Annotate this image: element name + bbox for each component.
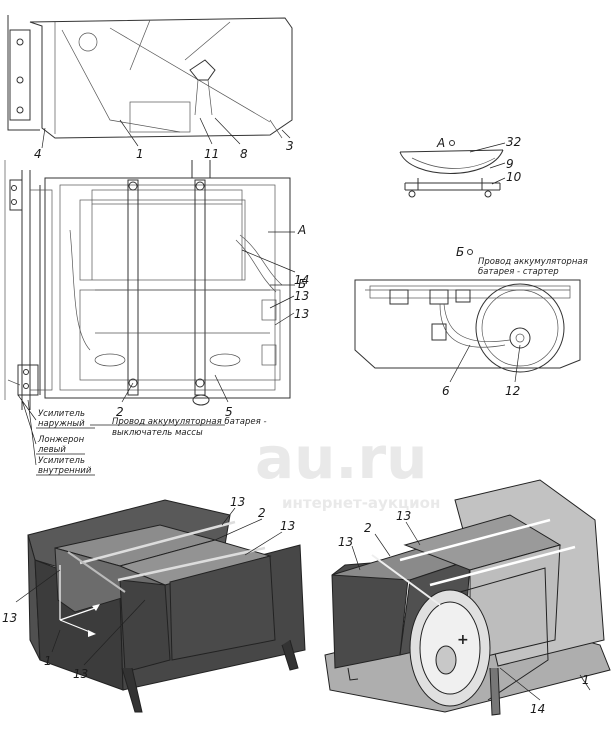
callout-13-right-left: 13 (338, 535, 353, 549)
callout-13-left-side: 13 (2, 611, 17, 625)
iso-view-left (27, 499, 306, 713)
callout-13-left-top: 13 (230, 495, 245, 509)
callout-13-left-bottom: 13 (73, 667, 88, 681)
plan-view-labels: А Б 14 13 13 2 5 Провод аккумуляторная б… (17, 223, 309, 476)
callout-32: 32 (506, 135, 521, 149)
side-view (7, 15, 293, 139)
callout-13-plan-a: 13 (294, 289, 309, 303)
note-wire-battery-switch-line1: Провод аккумуляторная батарея - (112, 417, 267, 427)
note-wire-battery-starter-line2: батарея - стартер (478, 267, 559, 277)
iso-view-left-labels: 13 2 13 13 1 13 (2, 495, 295, 681)
callout-5: 5 (225, 405, 233, 419)
callout-3: 3 (286, 139, 294, 153)
callout-1-right: 1 (582, 673, 590, 687)
callout-6: 6 (442, 384, 450, 398)
note-spar-left-line2: левый (37, 445, 66, 455)
note-reinforcement-outer-line2: наружный (38, 419, 85, 429)
side-view-labels: 4 1 11 8 3 (34, 117, 294, 161)
callout-13-left-right: 13 (280, 519, 295, 533)
section-b-marker: Б (298, 277, 306, 291)
callout-2-plan: 2 (116, 405, 124, 419)
callout-4: 4 (34, 147, 42, 161)
callout-2-left: 2 (258, 506, 266, 520)
note-spar-left-line1: Лонжерон (37, 435, 85, 445)
note-wire-battery-switch-line2: выключатель массы (112, 428, 203, 438)
note-wire-battery-starter-line1: Провод аккумуляторная (478, 257, 588, 267)
callout-12: 12 (505, 384, 520, 398)
section-a-marker: А (297, 223, 306, 237)
terminal-plus-sign: + (457, 632, 469, 648)
note-reinforcement-inner-line2: внутренний (38, 466, 92, 476)
detail-b-title: Б (456, 245, 464, 259)
callout-13-plan-b: 13 (294, 307, 309, 321)
callout-11: 11 (204, 147, 219, 161)
callout-13-right-top: 13 (396, 509, 411, 523)
iso-view-right: + (324, 479, 611, 716)
callout-10: 10 (506, 170, 522, 184)
iso-view-right-labels: 13 2 13 1 14 (338, 509, 591, 716)
callout-2-right: 2 (364, 521, 372, 535)
callout-1-top: 1 (136, 147, 144, 161)
note-reinforcement-inner-line1: Усилитель (38, 456, 85, 466)
watermark-sub: интернет-аукцион (282, 494, 440, 512)
callout-9: 9 (506, 157, 514, 171)
callout-8: 8 (240, 147, 248, 161)
watermark-main: au.ru (255, 424, 427, 492)
detail-b: Б Провод аккумуляторная батарея - старте… (354, 245, 588, 398)
detail-a-title: А (436, 136, 445, 150)
callout-14-plan: 14 (294, 273, 309, 287)
note-reinforcement-outer-line1: Усилитель (38, 409, 85, 419)
plan-view (4, 160, 291, 410)
detail-a: А 32 9 10 (399, 135, 522, 198)
callout-14-right: 14 (530, 702, 545, 716)
callout-1-left: 1 (44, 654, 52, 668)
watermark: au.ru интернет-аукцион (255, 424, 440, 512)
